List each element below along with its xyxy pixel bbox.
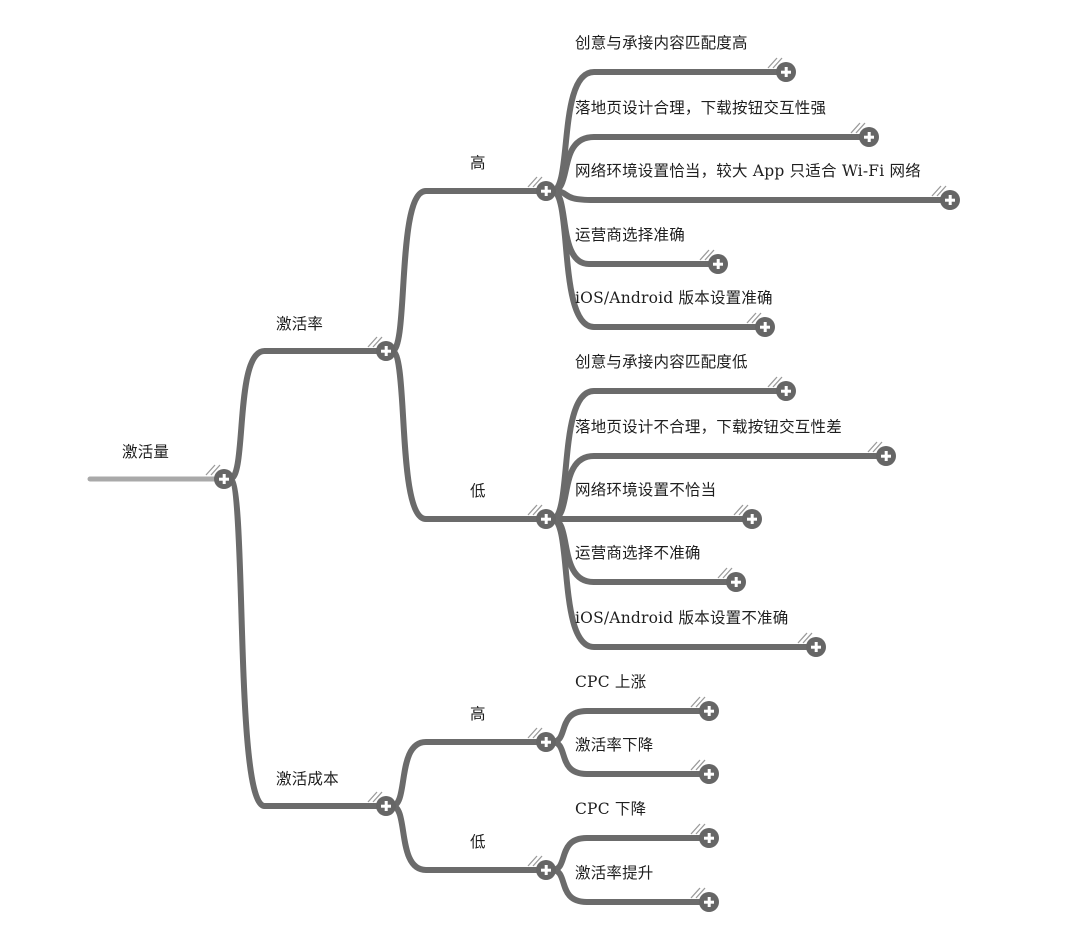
- collapse-hatch: [527, 727, 543, 739]
- expand-plus-icon-1-0[interactable]: [536, 732, 556, 752]
- collapse-hatch: [690, 887, 706, 899]
- expand-plus-icon-0-1-4[interactable]: [806, 637, 826, 657]
- node-label-0-1-4: iOS/Android 版本设置不准确: [575, 609, 789, 627]
- expand-plus-icon-0-1-0[interactable]: [776, 381, 796, 401]
- expand-plus-icon-0-1-3[interactable]: [726, 572, 746, 592]
- collapse-hatch: [690, 759, 706, 771]
- node-label-0-0-0: 创意与承接内容匹配度高: [575, 34, 748, 52]
- collapse-hatch: [699, 249, 715, 261]
- expand-plus-icon-r[interactable]: [214, 469, 234, 489]
- node-label-0: 激活率: [276, 315, 324, 333]
- collapse-hatch: [733, 504, 749, 516]
- collapse-hatch: [527, 855, 543, 867]
- collapse-hatch: [767, 57, 783, 69]
- expand-plus-icon-0-1-2[interactable]: [742, 509, 762, 529]
- expand-plus-icon-0-0-0[interactable]: [776, 62, 796, 82]
- expand-plus-icon-1[interactable]: [376, 796, 396, 816]
- node-label-0-1-1: 落地页设计不合理，下载按钮交互性差: [575, 418, 842, 436]
- expand-plus-icon-0-0-1[interactable]: [859, 127, 879, 147]
- collapse-hatch: [850, 122, 866, 134]
- node-label-0-0-2: 网络环境设置恰当，较大 App 只适合 Wi-Fi 网络: [575, 162, 921, 180]
- collapse-hatch: [690, 823, 706, 835]
- collapse-hatch: [767, 376, 783, 388]
- collapse-hatch: [527, 504, 543, 516]
- collapse-hatch: [931, 185, 947, 197]
- root-node-label: 激活量: [122, 443, 170, 461]
- branch-line-1-0: [389, 739, 549, 809]
- branch-line-0: [227, 348, 389, 482]
- expand-plus-icon-0[interactable]: [376, 341, 396, 361]
- expand-plus-icon-1-0-1[interactable]: [699, 764, 719, 784]
- node-label-0-1-3: 运营商选择不准确: [575, 544, 701, 562]
- expand-plus-icon-0-0-3[interactable]: [708, 254, 728, 274]
- branch-line-1-0-1: [549, 739, 712, 777]
- collapse-hatch: [690, 696, 706, 708]
- expand-plus-icon-0-0-2[interactable]: [940, 190, 960, 210]
- expand-plus-icon-1-1[interactable]: [536, 860, 556, 880]
- expand-plus-icon-1-1-0[interactable]: [699, 828, 719, 848]
- expand-plus-icon-0-1[interactable]: [536, 509, 556, 529]
- node-label-1: 激活成本: [276, 770, 339, 788]
- collapse-hatch: [205, 464, 221, 476]
- branch-line-1-1-1: [549, 867, 712, 905]
- branch-line-0-0: [389, 188, 549, 354]
- node-label-1-1: 低: [470, 833, 486, 851]
- branch-line-0-0-2: [549, 188, 953, 203]
- expand-plus-icon-1-1-1[interactable]: [699, 892, 719, 912]
- branch-line-0-0-4: [549, 188, 768, 330]
- collapse-hatch: [717, 567, 733, 579]
- node-label-0-1-0: 创意与承接内容匹配度低: [575, 353, 748, 371]
- node-label-1-0-1: 激活率下降: [575, 736, 654, 754]
- node-label-0-1-2: 网络环境设置不恰当: [575, 481, 717, 499]
- branch-line-1: [227, 476, 389, 809]
- node-label-0-1: 低: [470, 482, 486, 500]
- branch-line-0-1-4: [549, 516, 819, 650]
- node-label-0-0-1: 落地页设计合理，下载按钮交互性强: [575, 99, 827, 117]
- branch-line-1-1: [389, 803, 549, 873]
- collapse-hatch: [867, 441, 883, 453]
- node-label-1-1-0: CPC 下降: [575, 800, 647, 818]
- node-label-0-0: 高: [470, 154, 486, 172]
- collapse-hatch: [527, 176, 543, 188]
- expand-plus-icon-0-1-1[interactable]: [876, 446, 896, 466]
- collapse-hatch: [367, 791, 383, 803]
- expand-plus-icon-1-0-0[interactable]: [699, 701, 719, 721]
- expand-plus-icon-0-0[interactable]: [536, 181, 556, 201]
- node-label-0-0-4: iOS/Android 版本设置准确: [575, 289, 773, 307]
- collapse-hatch: [797, 632, 813, 644]
- node-label-0-0-3: 运营商选择准确: [575, 226, 685, 244]
- branch-line-0-1: [389, 348, 549, 522]
- node-label-1-0-0: CPC 上涨: [575, 673, 647, 691]
- collapse-hatch: [746, 312, 762, 324]
- collapse-hatch: [367, 336, 383, 348]
- node-label-1-1-1: 激活率提升: [575, 864, 654, 882]
- expand-plus-icon-0-0-4[interactable]: [755, 317, 775, 337]
- node-label-1-0: 高: [470, 705, 486, 723]
